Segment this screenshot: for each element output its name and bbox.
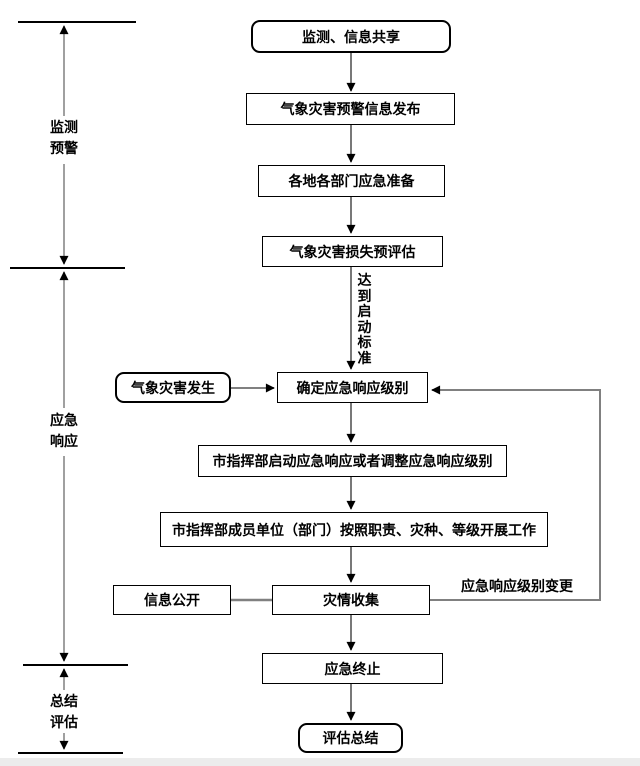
- edge-label-reach-standard: 达到启动标准: [357, 272, 372, 366]
- phase-summary-line1: 总结: [50, 693, 78, 709]
- page-bottom-edge: [0, 758, 640, 766]
- node-emergency-end: 应急终止: [262, 653, 443, 684]
- node-info-public: 信息公开: [113, 585, 231, 615]
- phase-monitoring-line1: 监测: [50, 119, 78, 135]
- edge-label-level-change: 应急响应级别变更: [457, 576, 577, 596]
- node-start-adjust: 市指挥部启动应急响应或者调整应急响应级别: [198, 445, 507, 477]
- node-emergency-prep: 各地各部门应急准备: [258, 165, 445, 197]
- node-disaster-occur: 气象灾害发生: [115, 372, 231, 403]
- node-members-work: 市指挥部成员单位（部门）按照职责、灾种、等级开展工作: [160, 512, 548, 547]
- phase-label-summary: 总结 评估: [32, 691, 96, 733]
- node-loss-preassess: 气象灾害损失预评估: [262, 236, 443, 267]
- node-warning-release: 气象灾害预警信息发布: [246, 93, 455, 125]
- node-determine-level: 确定应急响应级别: [277, 372, 428, 403]
- phase-label-response: 应急 响应: [32, 410, 96, 452]
- node-eval-summary: 评估总结: [298, 723, 403, 753]
- phase-summary-line2: 评估: [50, 714, 78, 730]
- phase-response-line1: 应急: [50, 412, 78, 428]
- feedback-collect-to-determine: [430, 385, 601, 601]
- phase-monitoring-line2: 预警: [50, 140, 78, 156]
- phase-label-monitoring: 监测 预警: [32, 117, 96, 159]
- node-monitor-share: 监测、信息共享: [251, 20, 451, 53]
- phase-response-line2: 响应: [50, 433, 78, 449]
- node-disaster-collect: 灾情收集: [272, 585, 430, 615]
